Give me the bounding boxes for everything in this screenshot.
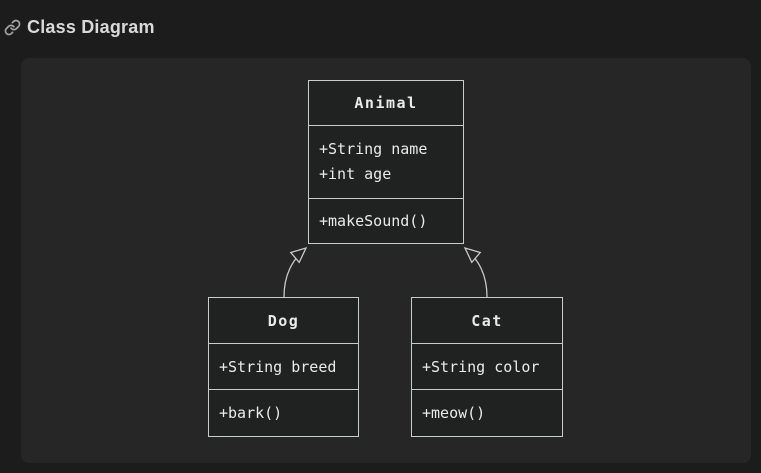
class-methods: +bark() xyxy=(209,389,358,436)
class-node-animal: Animal +String name +int age +makeSound(… xyxy=(308,80,464,244)
page-title: Class Diagram xyxy=(27,17,155,37)
method: +meow() xyxy=(422,404,486,422)
class-node-dog: Dog +String breed +bark() xyxy=(208,297,359,437)
class-fields: +String breed xyxy=(209,343,358,389)
class-methods: +makeSound() xyxy=(309,198,463,243)
class-fields: +String name +int age xyxy=(309,125,463,198)
class-fields: +String color xyxy=(412,343,562,389)
class-methods: +meow() xyxy=(412,389,562,436)
page-header: Class Diagram xyxy=(4,17,155,38)
inheritance-edge-dog-animal xyxy=(283,246,308,298)
method: +makeSound() xyxy=(319,212,428,230)
method: +bark() xyxy=(219,404,283,422)
field: +String name xyxy=(319,140,428,158)
field: +String breed xyxy=(219,357,337,376)
field: +String color xyxy=(422,357,540,376)
inheritance-edge-cat-animal xyxy=(463,246,488,298)
diagram-panel: Animal +String name +int age +makeSound(… xyxy=(21,58,751,463)
class-name: Dog xyxy=(267,311,300,330)
class-name: Animal xyxy=(354,94,418,112)
class-name: Cat xyxy=(471,311,503,330)
class-node-cat: Cat +String color +meow() xyxy=(411,297,563,437)
link-icon[interactable] xyxy=(4,19,21,36)
field: +int age xyxy=(319,165,392,183)
